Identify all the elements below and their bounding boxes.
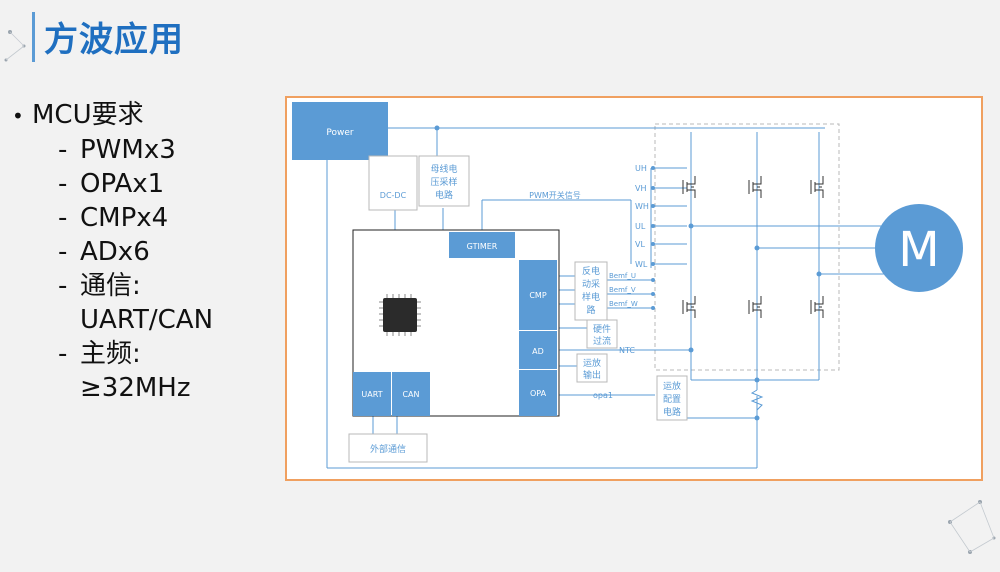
list-item: -主频:	[58, 339, 141, 369]
cmp-label: CMP	[529, 291, 546, 300]
block-diagram: Power DC-DC 母线电 压采样 电路 PWM开关信号 GTIMER CM…	[292, 102, 963, 469]
list-item: -通信:	[58, 271, 141, 301]
hw-overcurrent-block	[586, 319, 618, 349]
bus-voltage-label-3: 电路	[435, 189, 453, 201]
bemf-v-label: Bemf_V	[609, 286, 636, 294]
power-block	[292, 102, 388, 160]
dcdc-label: DC-DC	[380, 191, 407, 200]
decorative-network-graphic	[4, 30, 26, 62]
list-item-continuation: ≥32MHz	[80, 373, 191, 403]
gtimer-label: GTIMER	[467, 242, 498, 251]
uart-block	[353, 372, 391, 416]
motor-icon	[875, 204, 963, 292]
opamp-config-label-2: 配置	[663, 394, 681, 405]
hw-overcurrent-label-1: 硬件	[593, 323, 611, 335]
list-item: -OPAx1	[58, 169, 165, 199]
requirements-list: •MCU要求 -PWMx3 -OPAx1 -CMPx4 -ADx6 -通信: U…	[12, 98, 213, 405]
external-comm-label: 外部通信	[370, 443, 406, 455]
title-accent-bar	[32, 12, 35, 62]
bemf-label-2: 动采	[582, 279, 600, 290]
opa-block	[519, 370, 557, 416]
ad-block	[519, 331, 557, 369]
bemf-u-label: Bemf_U	[609, 272, 636, 280]
inverter-bridge-area	[654, 123, 840, 371]
opamp-config-label-3: 电路	[663, 406, 681, 418]
block-diagram-frame: Power DC-DC 母线电 压采样 电路 PWM开关信号 GTIMER CM…	[285, 96, 983, 481]
list-item: -PWMx3	[58, 135, 176, 165]
phase-label-wh: WH	[635, 202, 649, 211]
bemf-w-label: Bemf_W	[609, 300, 638, 308]
list-item: -ADx6	[58, 237, 150, 267]
opamp-config-block	[656, 375, 688, 421]
pwm-signal-label: PWM开关信号	[529, 190, 581, 200]
decorative-network-graphic	[948, 500, 996, 554]
uart-label: UART	[361, 390, 382, 399]
bemf-label-4: 路	[586, 304, 595, 316]
phase-label-vl: VL	[635, 240, 645, 249]
transistor-icon	[682, 176, 824, 318]
bemf-label-1: 反电	[582, 265, 600, 277]
opa1-label: opa1	[593, 391, 613, 400]
phase-label-wl: WL	[635, 260, 648, 269]
bus-voltage-sampling-block	[418, 155, 470, 207]
can-label: CAN	[402, 390, 419, 399]
bullet-icon: •	[12, 104, 24, 128]
requirements-heading: •MCU要求	[12, 98, 213, 133]
list-item: -CMPx4	[58, 203, 169, 233]
ad-label: AD	[532, 347, 544, 356]
list-item-continuation: UART/CAN	[80, 305, 214, 335]
phase-label-ul: UL	[635, 222, 646, 231]
gtimer-block	[449, 232, 515, 258]
phase-label-vh: VH	[635, 184, 647, 193]
slide-title: 方波应用	[44, 20, 184, 60]
ntc-label: NTC	[619, 346, 635, 355]
opamp-output-label-2: 输出	[583, 369, 601, 381]
shunt-resistor-icon	[750, 389, 764, 411]
bus-voltage-label-2: 压采样	[430, 176, 457, 188]
hw-overcurrent-label-2: 过流	[593, 335, 611, 347]
opamp-output-label-1: 运放	[583, 357, 601, 369]
phase-label-uh: UH	[635, 164, 647, 173]
external-comm-block	[348, 433, 428, 463]
can-block	[392, 372, 430, 416]
bus-voltage-label-1: 母线电	[430, 163, 457, 175]
cmp-block	[519, 260, 557, 330]
dcdc-block	[368, 155, 418, 211]
bemf-sampling-block	[574, 261, 608, 321]
opa-label: OPA	[530, 389, 547, 398]
bemf-label-3: 样电	[582, 291, 600, 303]
opamp-output-block	[576, 353, 608, 383]
motor-label: M	[898, 222, 939, 278]
chip-icon	[379, 294, 421, 336]
opamp-config-label-1: 运放	[663, 380, 681, 392]
power-label: Power	[326, 128, 354, 138]
